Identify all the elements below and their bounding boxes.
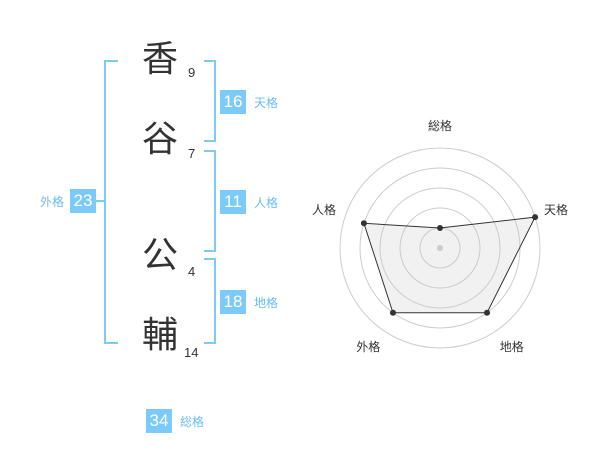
radar-ring <box>339 147 541 349</box>
stroke-count-3: 4 <box>188 264 196 279</box>
gaikaku-bracket <box>104 60 118 344</box>
tenkaku-bracket <box>204 60 216 142</box>
chikaku-bracket <box>204 258 216 344</box>
radar-ring <box>399 207 481 289</box>
radar-point-3 <box>484 309 491 316</box>
soukaku-value: 34 <box>146 409 172 433</box>
radar-point-5 <box>360 220 367 227</box>
jinkaku-value: 11 <box>220 190 246 214</box>
radar-center <box>437 245 443 251</box>
chikaku-label: 地格 <box>254 296 279 310</box>
tenkaku-value: 16 <box>220 90 246 114</box>
radar-axis-label: 外格 <box>356 339 381 354</box>
jinkaku-label: 人格 <box>254 196 279 210</box>
name-char-1: 香 <box>141 39 178 80</box>
radar-point-1 <box>437 225 443 231</box>
gaikaku-value: 23 <box>70 189 96 213</box>
gaikaku-label: 外格 <box>40 195 65 209</box>
radar-axis-label: 総格 <box>428 119 453 133</box>
radar-series <box>363 216 536 314</box>
radar-axis-label: 地格 <box>499 339 524 354</box>
gaikaku-tick <box>96 200 104 202</box>
stroke-count-1: 9 <box>188 65 196 80</box>
name-char-2: 谷 <box>141 119 178 160</box>
name-char-3: 公 <box>141 235 178 276</box>
radar-axis-label: 人格 <box>311 203 336 218</box>
chikaku-value: 18 <box>220 290 246 314</box>
radar-ring <box>379 187 501 309</box>
stroke-count-4: 14 <box>184 345 199 360</box>
radar-point-2 <box>532 214 539 221</box>
tenkaku-label: 天格 <box>254 96 279 110</box>
soukaku-label: 総格 <box>180 415 205 429</box>
name-char-4: 輔 <box>141 315 178 356</box>
radar-point-4 <box>389 309 396 316</box>
jinkaku-bracket <box>204 150 216 252</box>
stroke-count-2: 7 <box>188 146 196 161</box>
radar-axis-label: 天格 <box>544 203 569 218</box>
